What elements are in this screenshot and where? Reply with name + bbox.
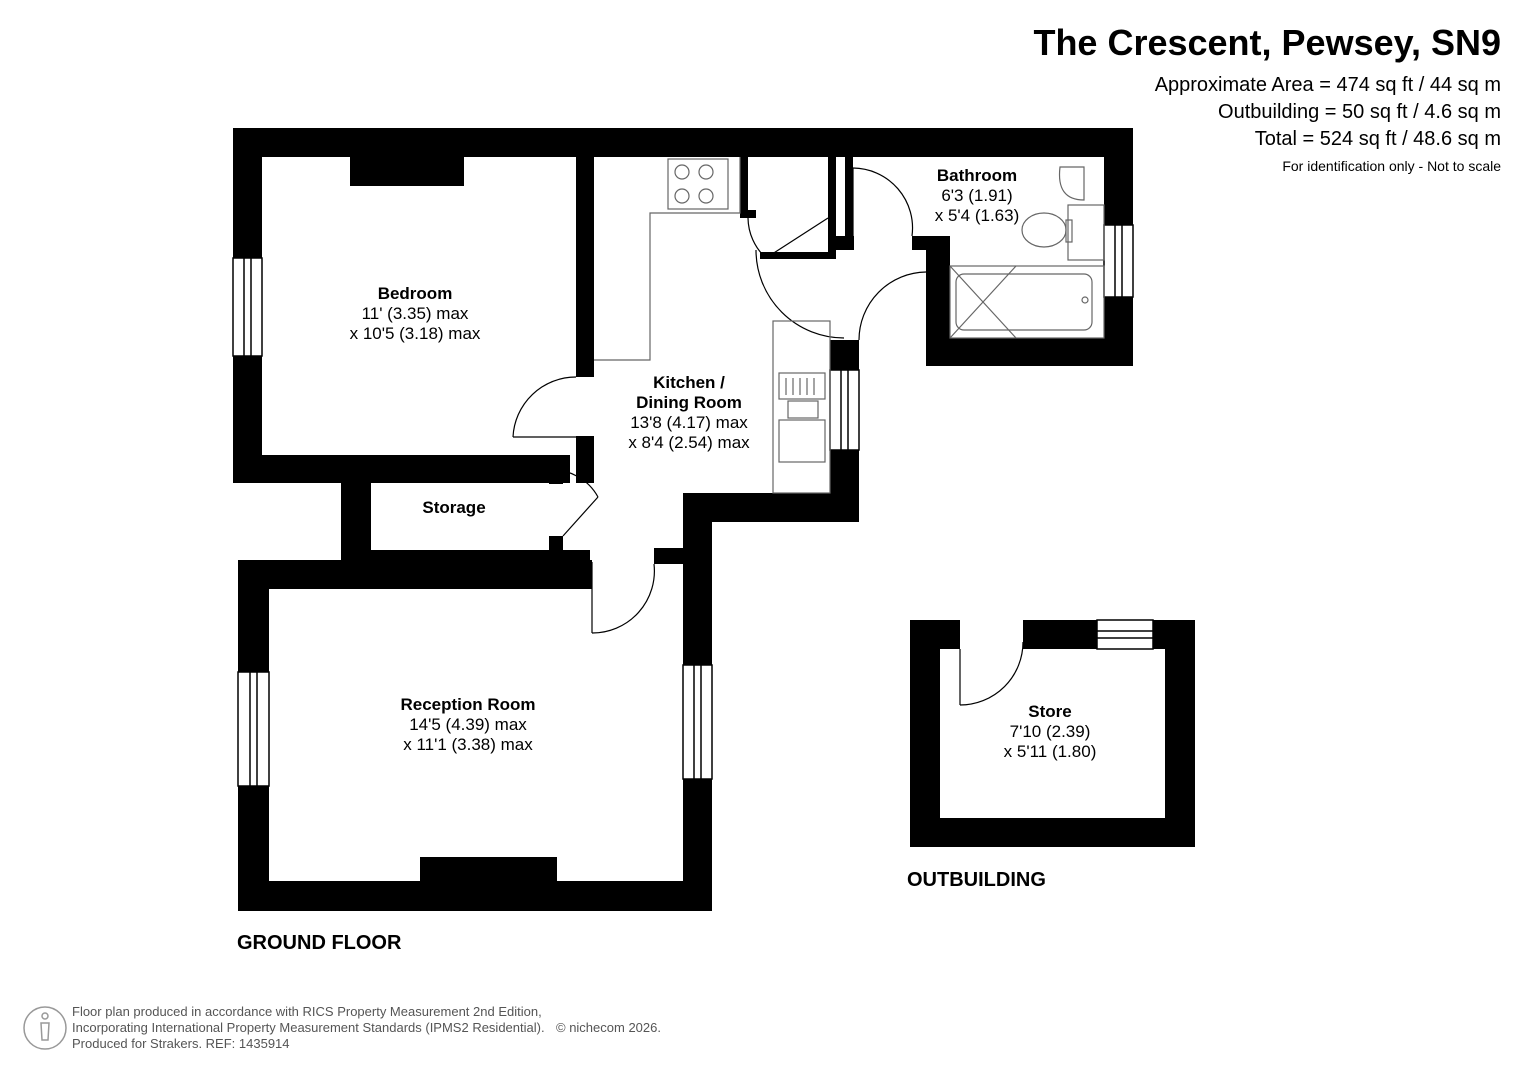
sink-worktop: [772, 320, 831, 494]
footer-line: Produced for Strakers. REF: 1435914: [72, 1036, 290, 1051]
room-label-bedroom: Bedroom 11' (3.35) max x 10'5 (3.18) max: [350, 284, 481, 344]
hob: [667, 158, 729, 210]
person-outline-icon: [23, 1006, 67, 1050]
room-dimension: x 5'4 (1.63): [934, 206, 1020, 225]
wall-storage-bottom: [341, 550, 590, 562]
footer-line: Floor plan produced in accordance with R…: [72, 1004, 542, 1019]
window-reception-right: [682, 664, 713, 780]
room-name: Kitchen /: [653, 373, 725, 392]
outbuilding-area: Outbuilding = 50 sq ft / 4.6 sq m: [1218, 101, 1501, 123]
room-dimension: x 5'11 (1.80): [1003, 742, 1097, 761]
room-label-storage: Storage: [422, 498, 485, 518]
wall-reception-top: [238, 560, 592, 589]
room-label-reception: Reception Room 14'5 (4.39) max x 11'1 (3…: [400, 695, 535, 755]
room-name: Storage: [422, 498, 486, 517]
kitchen-fixtures: [594, 157, 831, 494]
room-name: Reception Room: [400, 695, 536, 714]
wall-hall-left: [845, 157, 853, 250]
wall-store-bottom: [910, 818, 1195, 847]
wall-reception-bottom: [238, 881, 712, 911]
wall-hall-stub: [830, 340, 859, 370]
scale-note: For identification only - Not to scale: [1282, 158, 1501, 174]
bath: [949, 265, 1105, 339]
window-bathroom: [1103, 224, 1134, 298]
wall-top: [233, 128, 1133, 157]
wall-storage-stub-bottom: [549, 536, 563, 550]
window-reception-left: [237, 671, 270, 787]
sink-bowl: [778, 419, 826, 463]
wall-hall-lower: [836, 236, 854, 250]
wall-storage-left: [341, 483, 371, 560]
room-name: Bathroom: [936, 166, 1018, 185]
ground-floor-label: GROUND FLOOR: [237, 932, 402, 954]
wall-cupboard-base: [760, 252, 836, 259]
copyright: © nichecom 2026.: [556, 1020, 661, 1035]
room-label-store: Store 7'10 (2.39) x 5'11 (1.80): [1004, 702, 1097, 762]
room-dimension: 6'3 (1.91): [941, 186, 1013, 205]
window-kitchen: [829, 369, 860, 451]
wall-bedroom-right-lower: [576, 436, 594, 483]
wall-storage-stub-top: [549, 470, 563, 484]
wall-cupboard-bottom: [740, 210, 756, 218]
windows: [232, 224, 1154, 787]
room-dimension: x 10'5 (3.18) max: [349, 324, 481, 343]
doors: [512, 167, 1024, 706]
wall-bedroom-right: [576, 157, 594, 377]
chimney-reception: [420, 857, 557, 882]
approximate-area: Approximate Area = 474 sq ft / 44 sq m: [1154, 74, 1501, 96]
wall-kitchen-bottom: [683, 493, 859, 522]
room-name: Dining Room: [636, 393, 742, 412]
walls: [233, 128, 1195, 911]
room-name: Bedroom: [377, 284, 453, 303]
basin: [1058, 166, 1085, 201]
room-dimension: x 8'4 (2.54) max: [628, 433, 750, 452]
vanity: [1067, 204, 1105, 261]
wall-cupboard-left: [740, 157, 748, 217]
room-dimension: x 11'1 (3.38) max: [403, 735, 533, 754]
sink-drainer: [778, 372, 826, 400]
wall-bedroom-bottom: [233, 455, 570, 483]
window-bedroom: [232, 257, 263, 357]
wall-cupboard-right: [828, 157, 836, 259]
room-name: Store: [1028, 702, 1072, 721]
property-title: The Crescent, Pewsey, SN9: [1033, 22, 1501, 63]
outbuilding-label: OUTBUILDING: [907, 869, 1046, 891]
room-dimension: 11' (3.35) max: [361, 304, 469, 323]
room-label-bathroom: Bathroom 6'3 (1.91) x 5'4 (1.63): [935, 166, 1020, 226]
wall-store-right: [1165, 620, 1195, 847]
wall-bath-bottom: [926, 338, 1133, 366]
wall-store-left: [910, 620, 940, 847]
room-dimension: 14'5 (4.39) max: [409, 715, 527, 734]
chimney-bedroom: [350, 157, 464, 186]
window-store: [1096, 619, 1154, 650]
footer-notes: Floor plan produced in accordance with R…: [72, 1004, 545, 1052]
sink-bowl-small: [787, 400, 819, 419]
footer-line: Incorporating International Property Mea…: [72, 1020, 545, 1035]
bathroom-fixtures: [949, 166, 1105, 339]
room-dimension: 7'10 (2.39): [1009, 722, 1091, 741]
toilet: [1021, 212, 1067, 248]
total-area: Total = 524 sq ft / 48.6 sq m: [1254, 128, 1501, 150]
room-dimension: 13'8 (4.17) max: [630, 413, 748, 432]
room-label-kitchen: Kitchen / Dining Room 13'8 (4.17) max x …: [628, 373, 749, 453]
